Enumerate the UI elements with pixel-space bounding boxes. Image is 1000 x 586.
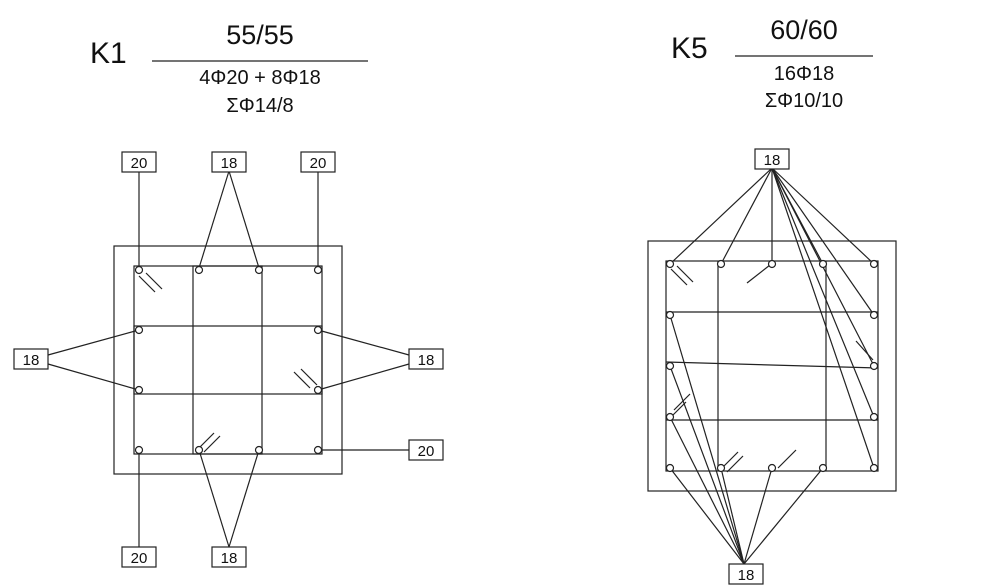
k1-label-top-right: 20 — [300, 151, 336, 173]
k5-bar-18 — [665, 463, 675, 473]
k5-size: 60/60 — [770, 15, 838, 45]
k5-rebars — [665, 259, 879, 473]
k1-main-stirrup — [133, 265, 323, 455]
k5-bar-18 — [869, 259, 879, 269]
k5-bar-18 — [716, 259, 726, 269]
k5-bar-18 — [665, 310, 675, 320]
k1-bar-18 — [194, 445, 204, 455]
k1-bar-18 — [254, 445, 264, 455]
column-k5: K5 60/60 16Φ18 ΣΦ10/10 — [647, 15, 897, 585]
k1-bar-20 — [313, 265, 323, 275]
k5-bar-18 — [869, 361, 879, 371]
k1-label-top-right-text: 20 — [310, 155, 327, 172]
k5-label-bottom: 18 — [728, 563, 764, 585]
k5-bar-18 — [869, 463, 879, 473]
k1-leader-lines — [47, 170, 410, 548]
k1-bar-20 — [134, 445, 144, 455]
k1-stirrup-hooks — [138, 272, 318, 453]
k1-rebars — [134, 265, 323, 455]
k1-stirrups: ΣΦ14/8 — [226, 95, 293, 117]
k5-bar-18 — [818, 463, 828, 473]
k1-concrete-outline — [113, 245, 343, 475]
k1-label-right-mid: 18 — [408, 348, 444, 370]
k5-bar-18 — [716, 463, 726, 473]
k1-bar-18 — [254, 265, 264, 275]
k5-bar-18 — [665, 361, 675, 371]
k5-label-bottom-text: 18 — [738, 567, 755, 584]
k5-bar-18 — [818, 259, 828, 269]
column-k1: K1 55/55 4Φ20 + 8Φ18 ΣΦ14/8 — [13, 20, 444, 568]
k1-label-right-mid-text: 18 — [418, 352, 435, 369]
k1-bar-18 — [134, 325, 144, 335]
k1-label-left-text: 18 — [23, 352, 40, 369]
k1-bar-18 — [134, 385, 144, 395]
k1-label-top-left-text: 20 — [131, 155, 148, 172]
k1-label-bottom-left: 20 — [121, 546, 157, 568]
k1-bar-18 — [194, 265, 204, 275]
k1-name: K1 — [90, 37, 127, 70]
k5-bar-18 — [869, 412, 879, 422]
k5-bar-18 — [665, 259, 675, 269]
k5-label-top: 18 — [754, 148, 790, 170]
k1-bar-18 — [313, 325, 323, 335]
k5-stirrup-hooks — [669, 264, 874, 473]
k5-leader-lines-bottom — [669, 314, 824, 565]
k5-rebar: 16Φ18 — [774, 63, 834, 85]
k5-name: K5 — [671, 32, 708, 65]
k5-bar-18 — [665, 412, 675, 422]
k1-bar-18 — [313, 385, 323, 395]
k1-label-top-left: 20 — [121, 151, 157, 173]
k1-bar-20 — [313, 445, 323, 455]
k1-bar-20 — [134, 265, 144, 275]
k5-label-top-text: 18 — [764, 152, 781, 169]
k5-stirrups: ΣΦ10/10 — [765, 90, 843, 112]
k1-label-right-bottom-text: 20 — [418, 443, 435, 460]
k1-label-left: 18 — [13, 348, 49, 370]
k5-leader-lines-top — [669, 167, 875, 469]
k1-label-right-bottom: 20 — [408, 439, 444, 461]
k5-bar-18 — [767, 463, 777, 473]
k1-vertical-tie — [192, 265, 263, 455]
k5-tie-h2 — [665, 361, 879, 369]
k5-bar-18 — [767, 259, 777, 269]
k1-horizontal-tie — [133, 325, 323, 395]
k1-label-bottom-left-text: 20 — [131, 550, 148, 567]
k5-bar-18 — [869, 310, 879, 320]
k1-label-bottom-mid: 18 — [211, 546, 247, 568]
k1-size: 55/55 — [226, 20, 294, 50]
k1-label-top-mid: 18 — [211, 151, 247, 173]
k1-rebar: 4Φ20 + 8Φ18 — [199, 67, 320, 89]
k1-label-bottom-mid-text: 18 — [221, 550, 238, 567]
k1-label-top-mid-text: 18 — [221, 155, 238, 172]
